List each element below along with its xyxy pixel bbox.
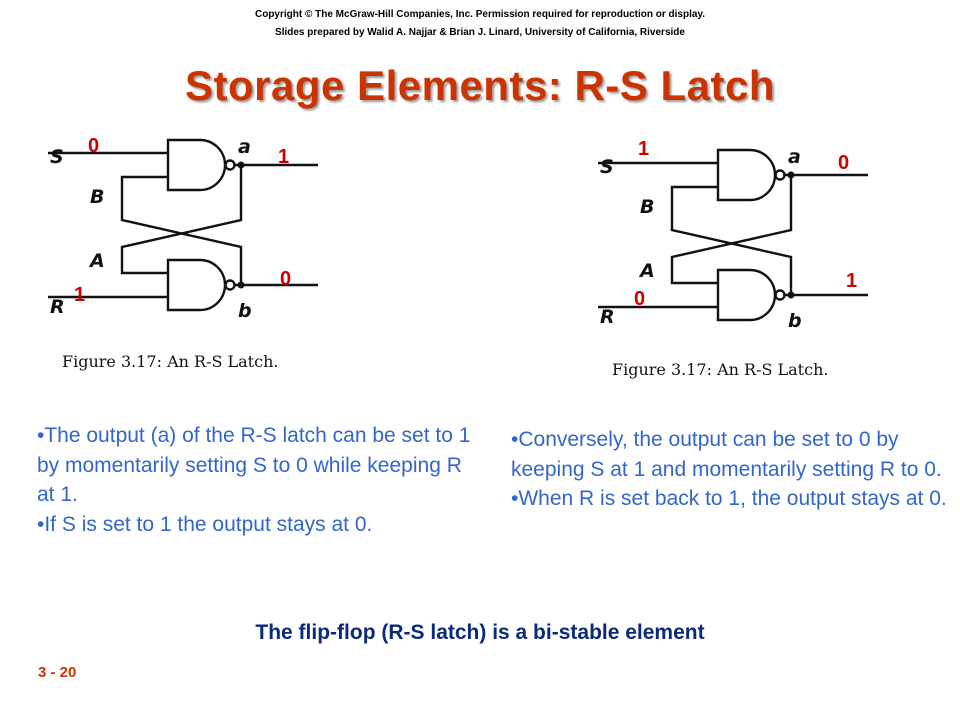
nand-gate-bottom [716,268,786,322]
pin-label-b-input: B [90,186,104,208]
pin-label-r: R [600,306,615,328]
value-s: 1 [638,138,649,160]
bullet-item: •If S is set to 1 the output stays at 0. [37,512,373,536]
value-r: 1 [74,284,85,306]
figure-caption: Figure 3.17: An R-S Latch. [612,360,828,379]
figure-caption: Figure 3.17: An R-S Latch. [62,352,278,371]
slide-title: Storage Elements: R-S Latch [185,62,775,109]
rs-latch-diagram-right: S B A R a b 1 0 0 1 Figure 3.17: An R-S … [598,138,868,379]
bullet-item: •The output (a) of the R-S latch can be … [37,424,471,506]
bullet-list-left: •The output (a) of the R-S latch can be … [37,421,477,539]
value-s: 0 [88,135,99,157]
slide-credits: Slides prepared by Walid A. Najjar & Bri… [275,27,685,38]
summary-statement: The flip-flop (R-S latch) is a bi-stable… [255,621,705,644]
bullet-list-right: •Conversely, the output can be set to 0 … [511,425,951,514]
pin-label-s: S [600,156,614,178]
latch-wiring [598,161,868,309]
pin-label-s: S [50,146,64,168]
pin-label-r: R [50,296,65,318]
pin-label-a-input: A [88,250,105,272]
nand-gate-bottom [166,258,236,312]
pin-label-a-output: a [238,136,251,158]
copyright-notice: Copyright © The McGraw-Hill Companies, I… [254,9,706,20]
pin-label-b-output: b [238,300,252,322]
value-b: 1 [846,270,857,292]
pin-label-a-input: A [638,260,655,282]
value-a: 1 [278,146,289,168]
pin-label-b-input: B [640,196,654,218]
bullet-item: •When R is set back to 1, the output sta… [511,487,947,510]
bullet-item: •Conversely, the output can be set to 0 … [511,428,942,481]
pin-label-a-output: a [788,146,801,168]
slide-number: 3 - 20 [38,664,77,681]
value-a: 0 [838,152,849,174]
nand-gate-top [716,148,786,202]
value-r: 0 [634,288,645,310]
rs-latch-diagram-left: S B A R a b 0 1 1 0 Figure 3.17: An R-S … [48,135,318,371]
nand-gate-top [166,138,236,192]
latch-wiring [48,151,318,299]
value-b: 0 [280,268,291,290]
pin-label-b-output: b [788,310,802,332]
